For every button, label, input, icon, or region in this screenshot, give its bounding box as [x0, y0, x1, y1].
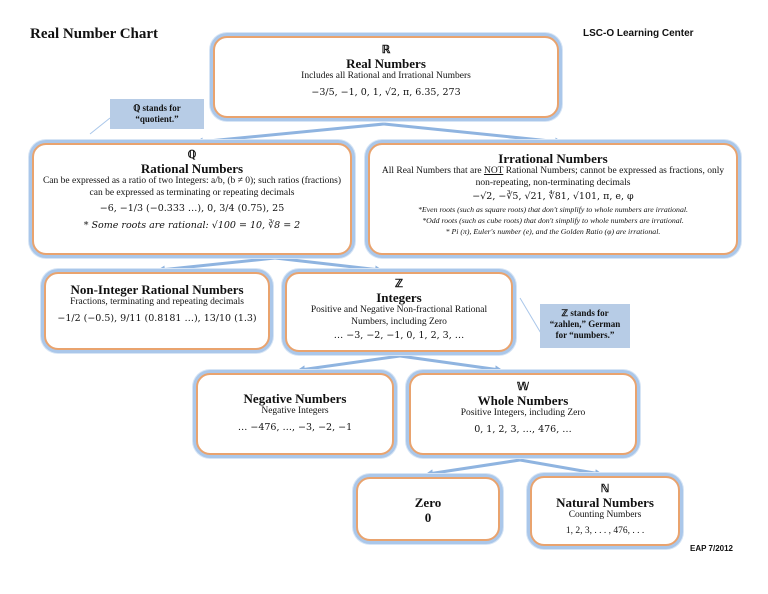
callout-z-text: stands for “zahlen,” German for “numbers…	[549, 308, 621, 340]
real-symbol: ℝ	[381, 44, 391, 56]
whole-name: Whole Numbers	[477, 393, 569, 408]
integers-box: ℤ Integers Positive and Negative Non-fra…	[285, 272, 513, 352]
arrow-whole-to-zero	[425, 458, 521, 478]
arrow-rational-to-integers	[274, 256, 383, 274]
natural-numbers-box: ℕ Natural Numbers Counting Numbers 1, 2,…	[530, 476, 680, 546]
irrational-description: All Real Numbers that are NOT Rational N…	[376, 166, 730, 189]
whole-numbers-box: 𝕎 Whole Numbers Positive Integers, inclu…	[409, 373, 637, 455]
whole-description: Positive Integers, including Zero	[460, 408, 586, 418]
rational-numbers-box: ℚ Rational Numbers Can be expressed as a…	[32, 143, 352, 255]
irrational-examples: −√2, −∛5, √21, ∜81, √101, π, e, φ	[472, 191, 634, 202]
callout-z-symbol: ℤ	[561, 308, 569, 318]
rational-name: Rational Numbers	[140, 161, 244, 176]
non-integer-description: Fractions, terminating and repeating dec…	[70, 297, 244, 307]
callout-q-symbol: ℚ	[133, 103, 141, 113]
arrow-real-to-irrational	[383, 122, 563, 146]
organization-name: LSC-O Learning Center	[583, 28, 694, 39]
arrow-integers-to-negative	[297, 354, 401, 374]
natural-examples: 1, 2, 3, . . . , 476, . . .	[565, 525, 645, 536]
arrow-real-to-rational	[195, 122, 385, 146]
zero-name: Zero	[414, 495, 442, 510]
chart-title: Real Number Chart	[30, 26, 159, 42]
arrow-integers-to-whole	[399, 354, 503, 374]
arrow-whole-to-natural	[519, 458, 603, 478]
real-numbers-box: ℝ Real Numbers Includes all Rational and…	[213, 36, 559, 118]
non-integer-rational-box: Non-Integer Rational Numbers Fractions, …	[44, 272, 270, 350]
zahlen-callout: ℤ stands for “zahlen,” German for “numbe…	[540, 304, 630, 348]
real-examples: −3/5, −1, 0, 1, √2, π, 6.35, 273	[311, 86, 461, 98]
integers-symbol: ℤ	[394, 278, 404, 290]
irrational-desc-not: NOT	[483, 166, 504, 176]
irrational-desc-pre: All Real Numbers that are	[381, 166, 484, 176]
rational-symbol: ℚ	[187, 149, 197, 161]
non-integer-name: Non-Integer Rational Numbers	[70, 282, 244, 297]
rational-note: * Some roots are rational: √100 = 10, ∛8…	[83, 220, 301, 231]
arrow-rational-to-noninteger	[157, 256, 276, 274]
zero-box: Zero 0	[356, 477, 500, 541]
integers-examples: … −3, −2, −1, 0, 1, 2, 3, …	[333, 330, 465, 341]
quotient-callout: ℚ stands for “quotient.”	[110, 99, 204, 129]
irrational-note-odd: *Odd roots (such as cube roots) that don…	[422, 216, 684, 225]
real-description: Includes all Rational and Irrational Num…	[301, 71, 471, 81]
natural-symbol: ℕ	[600, 483, 610, 495]
negative-name: Negative Numbers	[243, 391, 347, 406]
rational-description: Can be expressed as a ratio of two Integ…	[42, 176, 342, 198]
natural-name: Natural Numbers	[556, 495, 654, 510]
irrational-note-constants: * Pi (π), Euler's number (e), and the Go…	[445, 227, 661, 236]
negative-numbers-box: Negative Numbers Negative Integers … −47…	[196, 373, 394, 455]
negative-description: Negative Integers	[261, 406, 329, 416]
irrational-desc-post: Rational Numbers; cannot be expressed as…	[475, 166, 725, 188]
irrational-name: Irrational Numbers	[498, 151, 608, 166]
integers-description: Positive and Negative Non-fractional Rat…	[310, 305, 488, 327]
callout-pointer-q	[89, 117, 111, 135]
whole-examples: 0, 1, 2, 3, …, 476, …	[474, 423, 572, 435]
irrational-note-even: *Even roots (such as square roots) that …	[418, 205, 688, 214]
negative-examples: … −476, …, −3, −2, −1	[237, 421, 353, 433]
credit-label: EAP 7/2012	[690, 544, 733, 553]
integers-name: Integers	[376, 290, 422, 305]
rational-examples: −6, −1/3 (−0.333 …), 0, 3/4 (0.75), 25	[99, 203, 285, 214]
callout-q-text: stands for “quotient.”	[135, 103, 181, 124]
non-integer-examples: −1/2 (−0.5), 9/11 (0.8181 …), 13/10 (1.3…	[57, 312, 257, 324]
irrational-numbers-box: Irrational Numbers All Real Numbers that…	[368, 143, 738, 255]
natural-description: Counting Numbers	[568, 510, 642, 520]
zero-value: 0	[424, 510, 432, 525]
whole-symbol: 𝕎	[516, 381, 530, 393]
real-name: Real Numbers	[346, 56, 426, 71]
